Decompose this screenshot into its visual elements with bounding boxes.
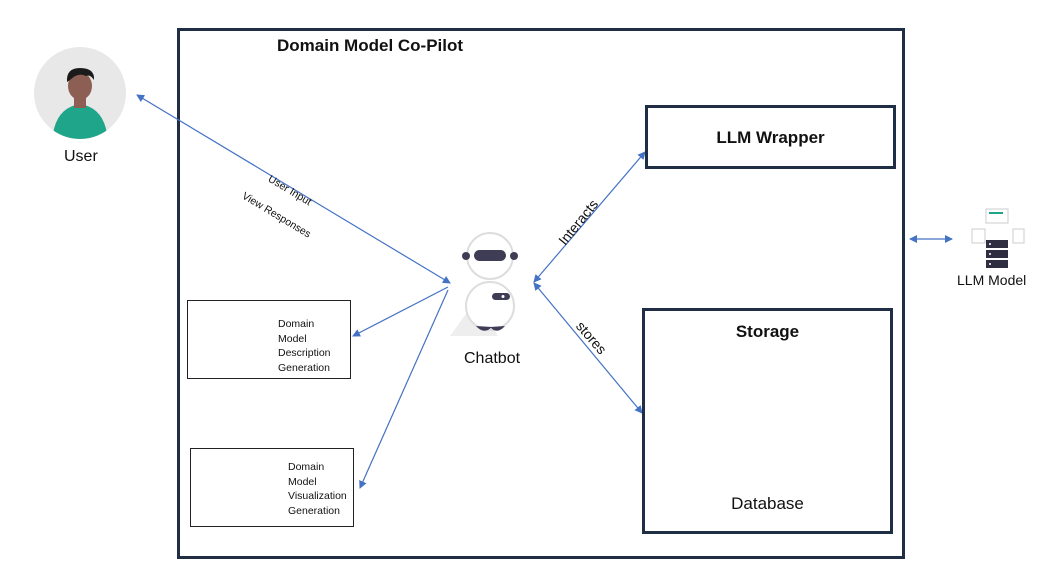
description-line: Domain bbox=[278, 318, 315, 330]
description-line: Description bbox=[278, 347, 331, 359]
llm-wrapper-label: LLM Wrapper bbox=[716, 128, 825, 147]
description-generation-text: Domain Model Description Generation bbox=[278, 317, 331, 375]
user-avatar-icon bbox=[34, 47, 126, 139]
chatbot-visualization-arrow bbox=[359, 289, 449, 489]
domain-model-copilot-frame bbox=[177, 28, 905, 559]
chatbot-label: Chatbot bbox=[464, 350, 521, 367]
chatbot-llm-wrapper-arrow bbox=[533, 151, 646, 283]
llm-model-label: LLM Model bbox=[957, 272, 1027, 288]
visualization-line: Domain bbox=[288, 461, 325, 473]
frame-title: Domain Model Co-Pilot bbox=[277, 36, 464, 55]
description-line: Generation bbox=[278, 361, 330, 374]
chatbot-description-arrow bbox=[352, 286, 449, 337]
visualization-generation-box: Domain Model Visualization Generation bbox=[190, 448, 354, 527]
visualization-generation-text: Domain Model Visualization Generation bbox=[288, 460, 347, 518]
llm-model-server-icon bbox=[971, 208, 1025, 268]
visualization-line: Visualization bbox=[288, 490, 347, 502]
chatbot-robot-icon bbox=[450, 232, 518, 336]
storage-title: Storage bbox=[735, 322, 800, 341]
chatbot-storage-arrow bbox=[533, 282, 643, 414]
user-label: User bbox=[64, 148, 98, 165]
visualization-line: Generation bbox=[288, 504, 340, 517]
user-chatbot-arrow bbox=[136, 94, 451, 284]
description-generation-box: Domain Model Description Generation bbox=[187, 300, 351, 379]
storage-box: Storage Database bbox=[642, 308, 893, 534]
database-label: Database bbox=[731, 494, 804, 513]
visualization-line: Model bbox=[288, 475, 317, 488]
description-line: Model bbox=[278, 332, 307, 345]
llm-wrapper-box: LLM Wrapper bbox=[645, 105, 896, 169]
